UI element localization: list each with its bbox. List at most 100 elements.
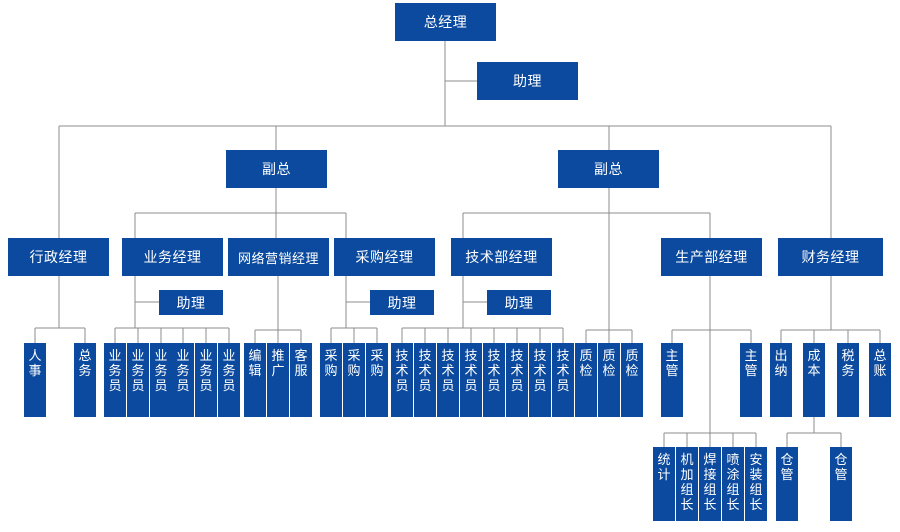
sales-manager-label: 业务经理 [143,250,202,266]
tech-manager-box: 技术部经理 [451,238,552,276]
net-marketing-manager-box: 网络营销经理 [228,238,329,276]
warehouse-label: 仓管 [834,453,848,483]
production-manager-label: 生产部经理 [675,250,748,266]
sales-rep-label: 业务员 [176,349,190,394]
technician-label: 技术员 [418,349,432,394]
customer-service-label: 客服 [294,349,308,379]
technician-box: 技术员 [529,343,551,417]
warehouse-label: 仓管 [780,453,794,483]
admin-manager-label: 行政经理 [29,250,88,266]
statistics-box: 统计 [653,447,675,521]
cost-box: 成本 [803,343,825,417]
general-affairs-box: 总务 [74,343,96,417]
buyer-box: 采购 [343,343,365,417]
net-marketing-manager-label: 网络营销经理 [237,251,319,267]
cashier-label: 出纳 [774,349,788,379]
assembly-lead-box: 安装组长 [745,447,767,521]
ceo-assistant-label: 助理 [513,74,542,90]
sales-assistant-box: 助理 [159,290,223,315]
vp-left-box: 副总 [226,150,327,188]
technician-label: 技术员 [533,349,547,394]
qc-label: 质检 [579,349,593,379]
technician-label: 技术员 [487,349,501,394]
buyer-label: 采购 [324,349,338,379]
supervisor-label: 主管 [665,349,679,379]
tax-label: 税务 [841,349,855,379]
general-affairs-label: 总务 [78,349,92,379]
assembly-lead-label: 安装组长 [749,453,763,513]
qc-label: 质检 [625,349,639,379]
machining-lead-label: 机加组长 [680,453,694,513]
buyer-label: 采购 [347,349,361,379]
sales-rep-box: 业务员 [172,343,194,417]
qc-box: 质检 [598,343,620,417]
sales-manager-box: 业务经理 [122,238,223,276]
sales-assistant-label: 助理 [176,295,206,312]
general-ledger-box: 总账 [869,343,891,417]
supervisor-box: 主管 [740,343,762,417]
promotion-box: 推广 [267,343,289,417]
buyer-label: 采购 [370,349,384,379]
finance-manager-box: 财务经理 [778,238,883,276]
warehouse-box: 仓管 [830,447,852,521]
technician-box: 技术员 [483,343,505,417]
customer-service-box: 客服 [290,343,312,417]
technician-box: 技术员 [506,343,528,417]
ceo-assistant-box: 助理 [477,62,578,100]
vp-left-label: 副总 [262,162,291,178]
technician-box: 技术员 [391,343,413,417]
sales-rep-label: 业务员 [131,349,145,394]
sales-rep-label: 业务员 [154,349,168,394]
technician-box: 技术员 [437,343,459,417]
purchase-manager-label: 采购经理 [355,250,414,266]
tech-assistant-box: 助理 [487,290,551,315]
technician-box: 技术员 [414,343,436,417]
hr-box: 人事 [24,343,46,417]
welding-lead-box: 焊接组长 [699,447,721,521]
statistics-label: 统计 [657,453,671,483]
sales-rep-box: 业务员 [104,343,126,417]
ceo-label: 总经理 [423,15,468,31]
promotion-label: 推广 [271,349,285,379]
buyer-box: 采购 [366,343,388,417]
purchase-assistant-box: 助理 [370,290,434,315]
cashier-box: 出纳 [770,343,792,417]
vp-right-box: 副总 [558,150,659,188]
qc-box: 质检 [575,343,597,417]
painting-lead-box: 喷涂组长 [722,447,744,521]
tax-box: 税务 [837,343,859,417]
technician-label: 技术员 [464,349,478,394]
finance-manager-label: 财务经理 [801,250,860,266]
production-manager-box: 生产部经理 [661,238,762,276]
sales-rep-label: 业务员 [199,349,213,394]
editor-box: 编辑 [244,343,266,417]
warehouse-box: 仓管 [776,447,798,521]
buyer-box: 采购 [320,343,342,417]
sales-rep-box: 业务员 [218,343,240,417]
purchase-assistant-label: 助理 [387,295,417,312]
technician-label: 技术员 [395,349,409,394]
machining-lead-box: 机加组长 [676,447,698,521]
purchase-manager-box: 采购经理 [334,238,435,276]
sales-rep-box: 业务员 [195,343,217,417]
painting-lead-label: 喷涂组长 [726,453,740,513]
hr-label: 人事 [28,349,42,379]
sales-rep-label: 业务员 [222,349,236,394]
supervisor-box: 主管 [661,343,683,417]
admin-manager-box: 行政经理 [8,238,109,276]
cost-label: 成本 [807,349,821,379]
technician-label: 技术员 [556,349,570,394]
tech-manager-label: 技术部经理 [465,250,538,266]
ceo-box: 总经理 [395,3,496,41]
editor-label: 编辑 [248,349,262,379]
technician-label: 技术员 [510,349,524,394]
sales-rep-box: 业务员 [150,343,172,417]
sales-rep-label: 业务员 [108,349,122,394]
qc-label: 质检 [602,349,616,379]
general-ledger-label: 总账 [873,349,887,379]
technician-label: 技术员 [441,349,455,394]
vp-right-label: 副总 [594,162,623,178]
tech-assistant-label: 助理 [504,295,534,312]
